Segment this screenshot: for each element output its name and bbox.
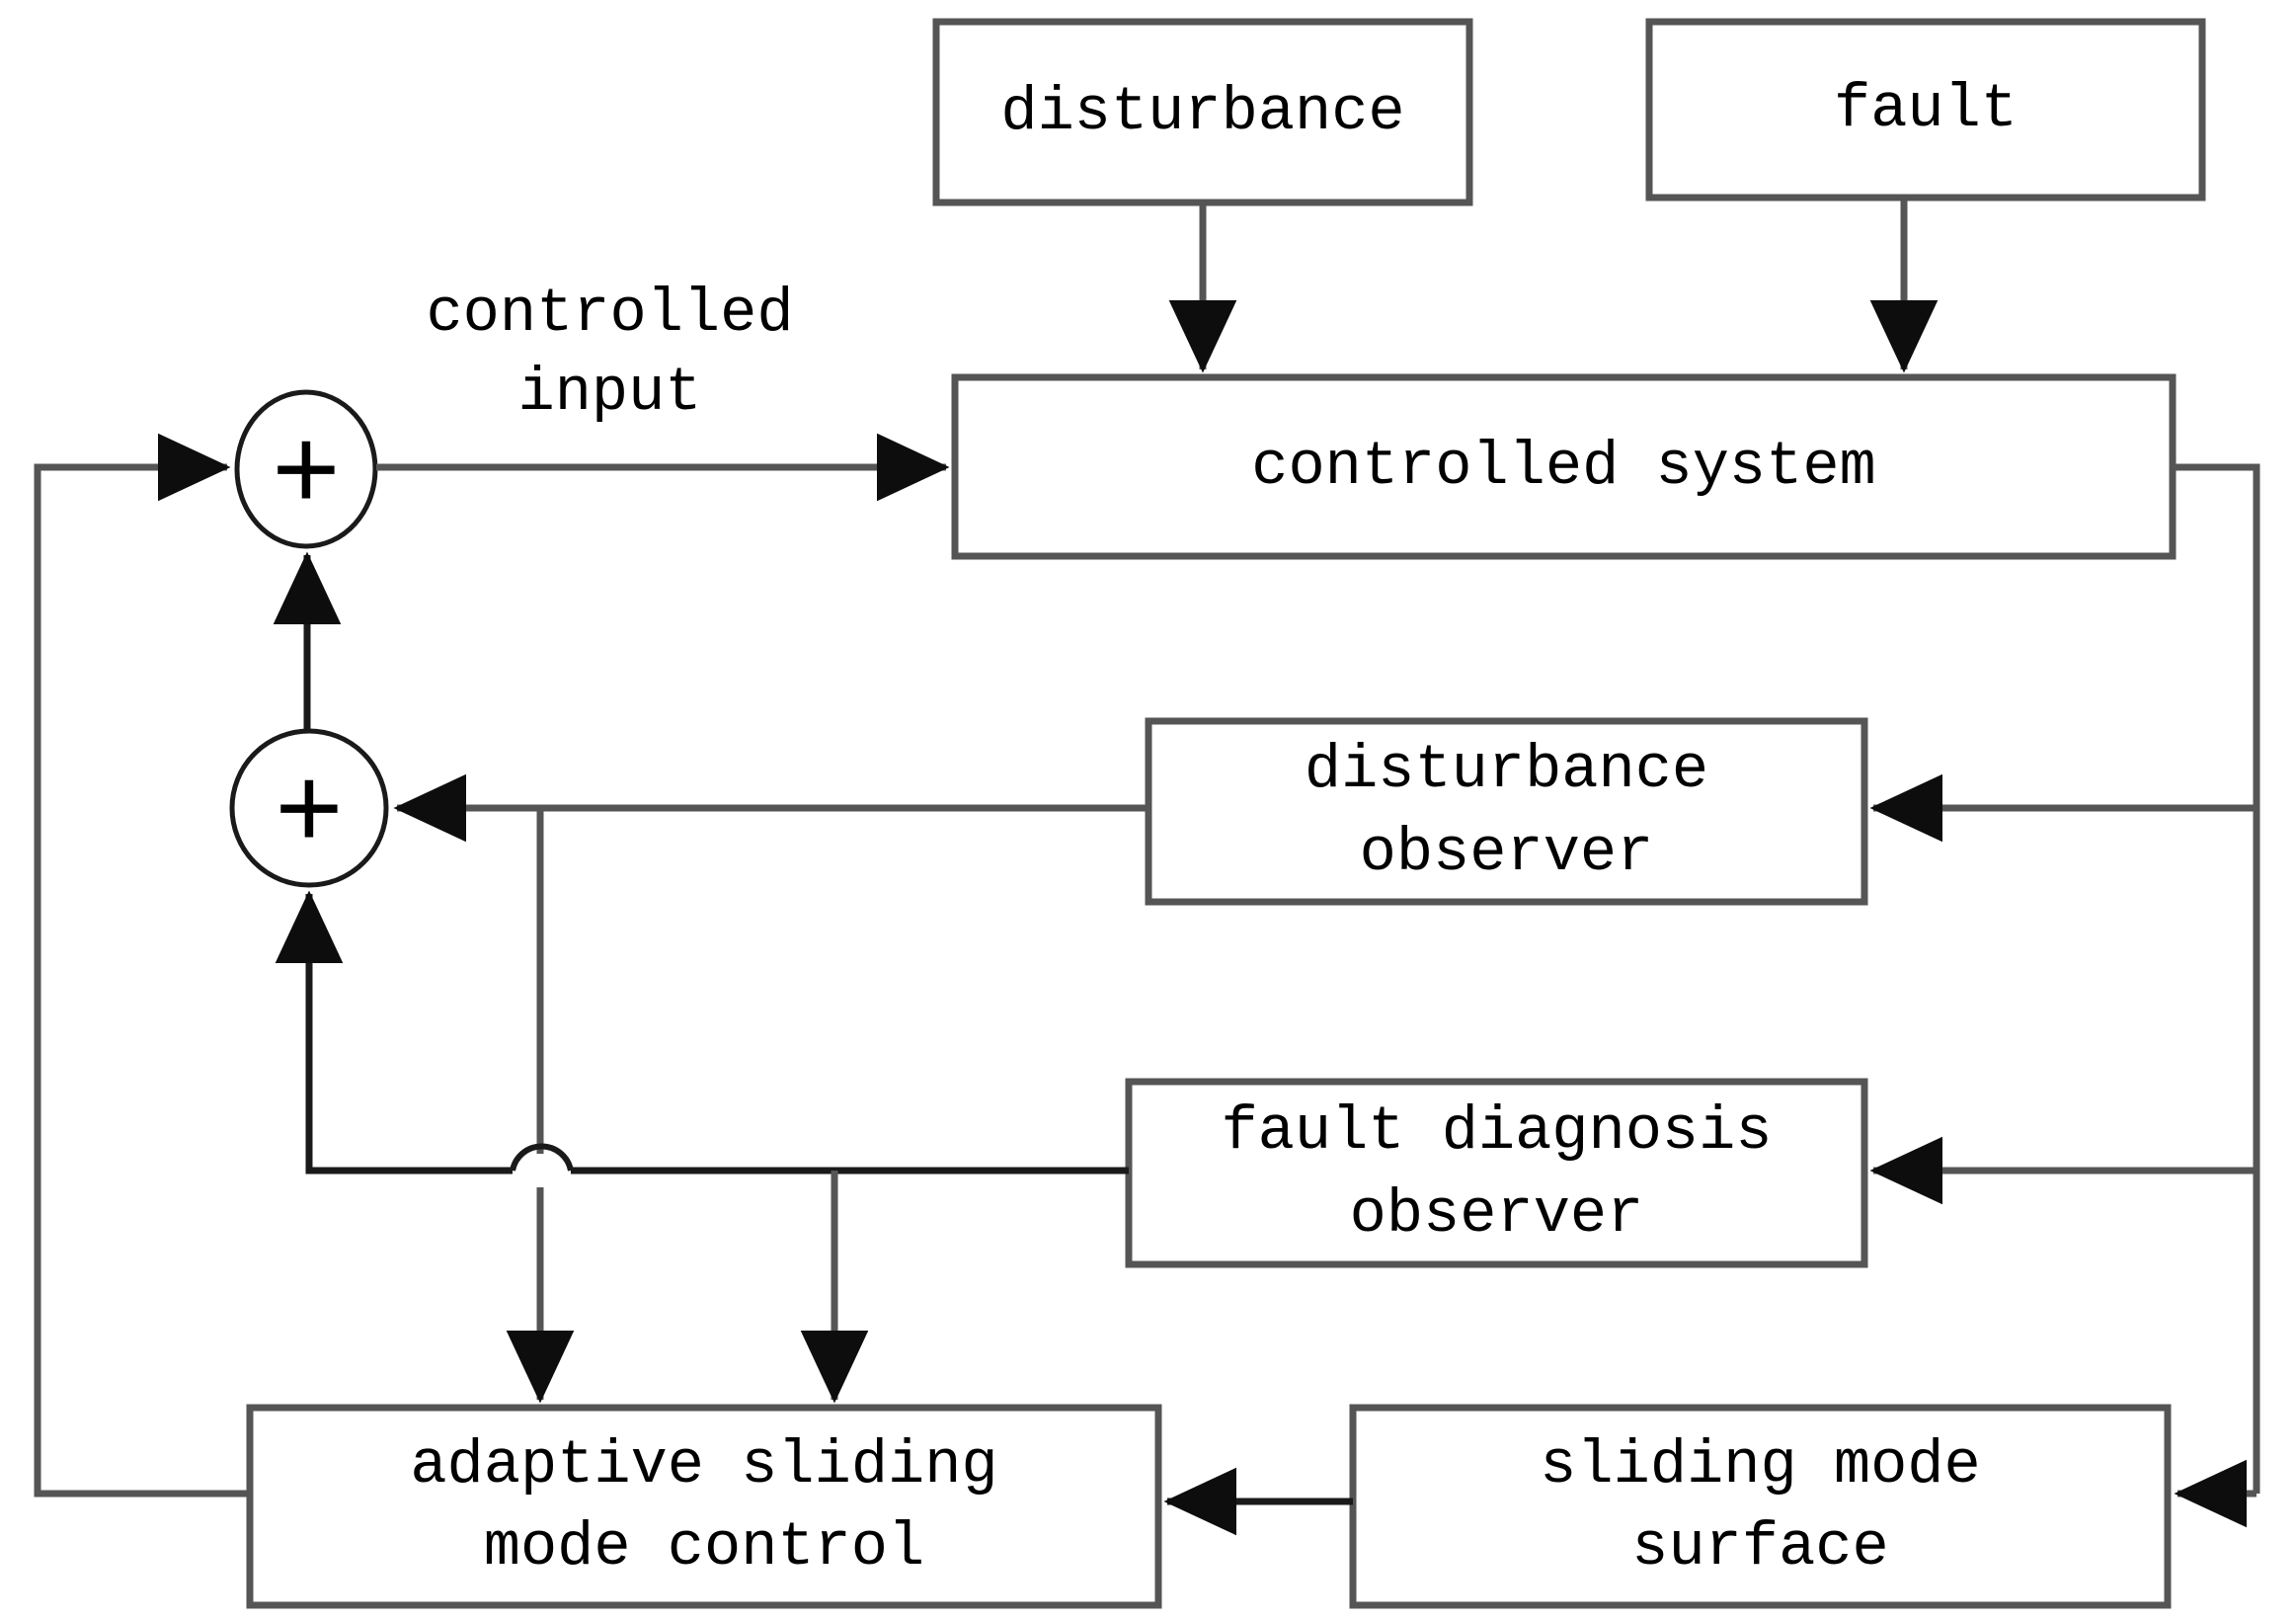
signal-fault-observer-to-sum-lower: [309, 894, 1129, 1175]
sum-junction-lower-circle: [229, 728, 389, 888]
wire-crossing-hop: [510, 1143, 574, 1172]
box-fault: [1645, 18, 2206, 202]
sum-junction-top-circle: [234, 389, 378, 549]
box-disturbance-observer: [1145, 717, 1868, 906]
box-disturbance: [932, 18, 1473, 206]
signal-asmc-feedback-to-sum-top: [34, 433, 250, 1498]
block-rectangles: [246, 18, 2206, 1609]
box-adaptive-sliding-mode-control: [246, 1404, 1162, 1609]
signal-plant-output-bus: [2173, 463, 2260, 1494]
box-sliding-mode-surface: [1349, 1404, 2172, 1609]
box-controlled-system: [951, 373, 2177, 560]
box-fault-diagnosis-observer: [1125, 1078, 1868, 1268]
